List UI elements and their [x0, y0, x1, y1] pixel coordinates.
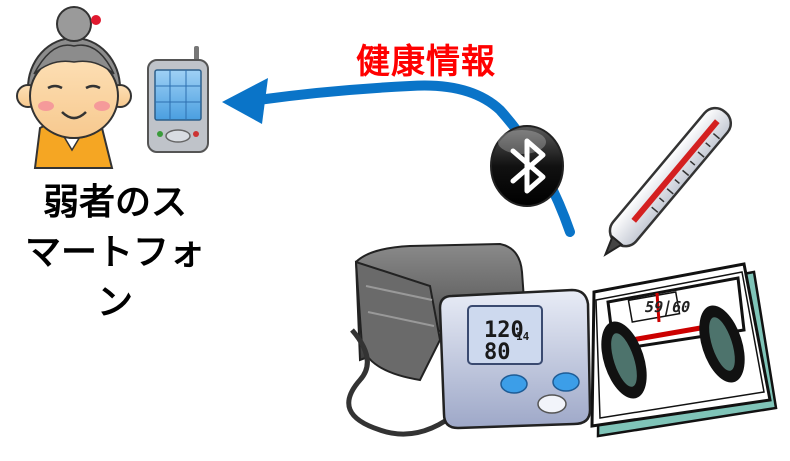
bp-pulse-reading: 14 — [516, 330, 530, 343]
caption-line-1: 弱者のス — [42, 182, 187, 223]
thermometer-icon — [603, 106, 733, 257]
bluetooth-icon — [490, 125, 564, 207]
health-info-label: 健康情報 — [356, 42, 496, 82]
scale-weight-reading: 59|60 — [643, 298, 693, 316]
blood-pressure-monitor-icon — [346, 242, 592, 437]
smartphone-caption: 弱者のス マートフォン — [10, 178, 220, 328]
smartphone-icon — [147, 46, 209, 153]
body-scale-icon — [590, 262, 778, 438]
caption-line-2: マートフォン — [24, 232, 205, 323]
elderly-woman-icon — [16, 6, 132, 169]
bp-diastolic-reading: 80 — [484, 340, 511, 365]
bp-systolic-reading: 120 — [484, 318, 524, 343]
